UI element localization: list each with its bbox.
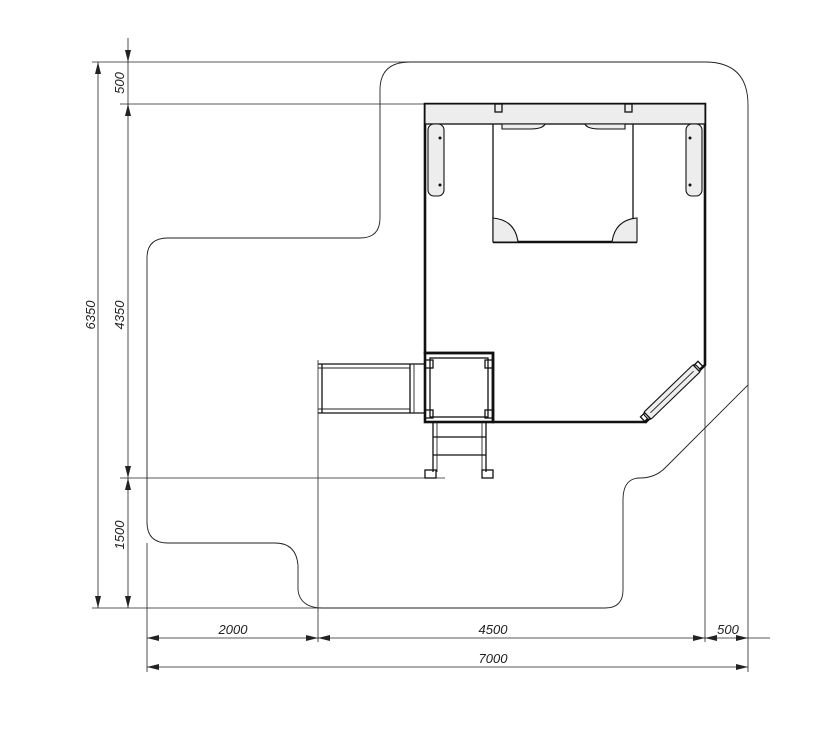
dim-left-width: 2000 <box>218 622 249 637</box>
dim-top-offset: 500 <box>112 71 127 93</box>
lower-platform <box>423 351 495 424</box>
play-structure <box>318 102 707 479</box>
post-left <box>427 123 445 197</box>
dim-middle-width: 4500 <box>479 622 509 637</box>
slide <box>318 363 425 414</box>
platform-outline <box>423 102 707 424</box>
safety-zone-outline <box>146 61 749 609</box>
horizontal-dimension-lines <box>146 104 770 672</box>
bracket-left <box>501 123 546 130</box>
dim-right-width: 500 <box>717 622 739 637</box>
vertical-dimension-lines <box>92 38 445 609</box>
bracket-right <box>584 123 626 130</box>
tower-gusset-left <box>492 217 519 243</box>
dim-total-width: 7000 <box>479 651 509 666</box>
ladder <box>424 422 494 479</box>
side-panel <box>639 360 705 424</box>
tower-gusset-right <box>611 217 638 243</box>
dim-total-height: 6350 <box>83 300 98 330</box>
post-right <box>685 123 703 197</box>
top-beam <box>424 103 706 125</box>
dim-bottom-height: 1500 <box>112 520 127 550</box>
dim-middle-height: 4350 <box>112 300 127 330</box>
